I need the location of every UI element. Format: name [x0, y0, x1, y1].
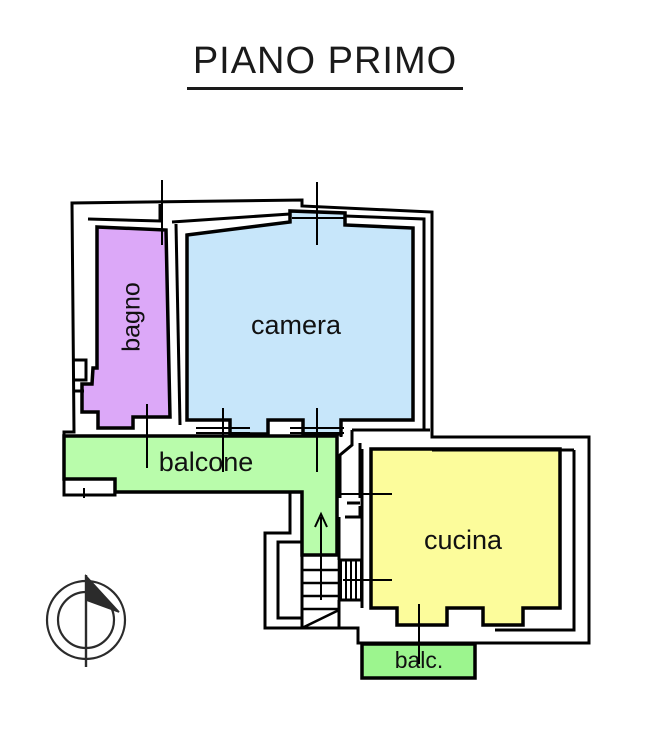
wall-top-left — [87, 204, 162, 223]
room-label-bagno: bagno — [118, 282, 146, 352]
page-title-block: PIANO PRIMO — [0, 41, 650, 90]
room-balcone: balcone — [62, 434, 339, 557]
room-cucina: cucina — [369, 447, 562, 627]
stairs-up-arrow — [314, 511, 328, 600]
compass-north-icon — [45, 573, 127, 667]
stair-diagonal-break — [301, 608, 340, 630]
room-bagno: bagno — [80, 225, 172, 430]
wall-top-right — [344, 214, 426, 430]
wall-angled-door-jamb — [338, 430, 354, 498]
stairs-arrow-head — [314, 511, 328, 528]
compass-north-arrow — [85, 573, 120, 613]
room-label-balcone: balcone — [159, 447, 254, 477]
wall-bagno-camera — [174, 223, 182, 426]
wall-outer-right — [495, 450, 576, 632]
wall-left-jog — [74, 358, 88, 382]
room-label-camera: camera — [251, 310, 342, 340]
window-markers — [83, 180, 420, 664]
room-label-cucina: cucina — [424, 525, 503, 555]
room-camera: camera — [185, 209, 415, 436]
wall-top-bagno-camera — [171, 212, 291, 224]
wall-cucina-left-upper — [345, 506, 362, 519]
balcone-shape — [62, 434, 339, 557]
bagno-shape — [80, 225, 172, 430]
page-title: PIANO PRIMO — [186, 41, 464, 90]
cucina-shape — [369, 447, 562, 627]
